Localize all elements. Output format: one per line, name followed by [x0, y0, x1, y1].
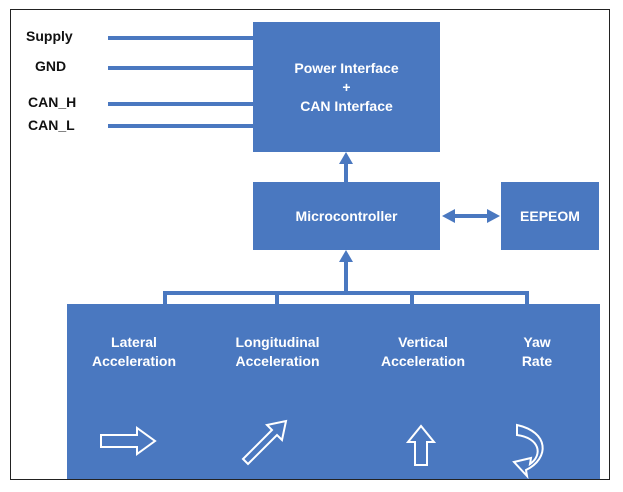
signal-can-l-label: CAN_L	[28, 117, 75, 133]
power-can-interface-block: Power Interface + CAN Interface	[253, 22, 440, 152]
arrowhead-to-power	[339, 152, 353, 164]
arrowhead-to-eeprom	[487, 209, 500, 223]
plus-label: +	[342, 78, 351, 95]
can-interface-label: CAN Interface	[300, 97, 393, 114]
eeprom-label: EEPEOM	[520, 208, 580, 224]
curved-arrow-icon	[512, 423, 544, 480]
signal-gnd-label: GND	[35, 58, 67, 74]
power-interface-label: Power Interface	[294, 59, 399, 76]
arrowhead-to-micro-left	[442, 209, 455, 223]
diagonal-arrow-icon	[241, 419, 288, 466]
microcontroller-block: Microcontroller	[253, 182, 440, 250]
right-arrow-icon	[100, 426, 157, 456]
microcontroller-label: Microcontroller	[295, 208, 398, 224]
signal-can-h-label: CAN_H	[28, 94, 77, 110]
sensor-group-block	[67, 304, 600, 479]
eeprom-block: EEPEOM	[501, 182, 599, 250]
diagram-frame	[10, 9, 610, 480]
up-arrow-icon	[405, 424, 437, 466]
signal-supply-label: Supply	[26, 28, 73, 44]
sensor-bus-line	[163, 291, 529, 304]
arrowhead-to-micro	[339, 250, 353, 262]
